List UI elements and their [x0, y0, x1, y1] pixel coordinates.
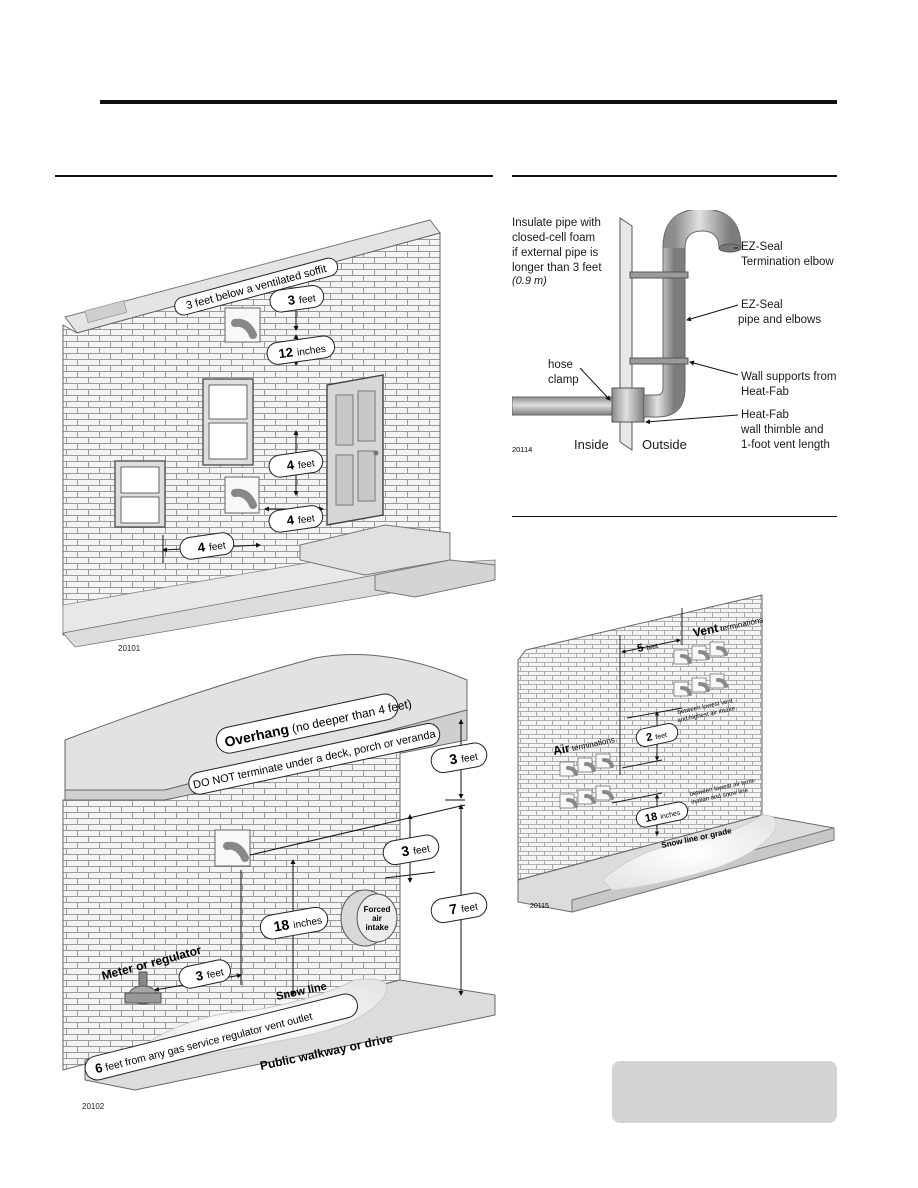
supports-label-line1: Wall supports from: [741, 371, 836, 383]
svg-text:inches: inches: [296, 344, 326, 359]
svg-text:feet: feet: [208, 540, 226, 553]
svg-text:feet: feet: [298, 293, 316, 306]
top-3-feet-label: 3 feet: [269, 285, 325, 313]
svg-text:3: 3: [448, 750, 459, 767]
svg-text:3: 3: [194, 968, 204, 984]
figure-number-20102: 20102: [82, 1102, 105, 1111]
figure-20114-vent-pipe-diagram: Insulate pipe with closed-cell foam if e…: [512, 210, 836, 454]
insulate-note-line1: Insulate pipe with: [512, 217, 601, 229]
right-3-feet-top-label: 3 feet: [430, 742, 488, 774]
section-rule-right-lower: [512, 516, 837, 517]
svg-text:5feet: 5feet: [636, 639, 659, 655]
note-box: [612, 1061, 837, 1123]
svg-text:feet: feet: [297, 513, 315, 526]
svg-text:4: 4: [286, 512, 296, 528]
svg-text:2: 2: [645, 731, 653, 744]
figure-20101-wall-clearances: 3 feet below a ventilated soffit 3 feet …: [62, 219, 496, 648]
svg-text:feet: feet: [206, 967, 225, 981]
svg-text:18: 18: [644, 811, 658, 825]
insulate-note-line4: longer than 3 feet: [512, 262, 602, 274]
svg-text:feet: feet: [412, 844, 431, 858]
thimble-label-line3: 1-foot vent length: [741, 439, 830, 451]
svg-text:feet: feet: [460, 752, 479, 766]
gas-meter-regulator-icon: [124, 971, 162, 1005]
svg-text:4: 4: [197, 539, 207, 555]
section-rule-right: [512, 175, 837, 177]
hose-clamp-line2: clamp: [548, 374, 579, 386]
inside-label: Inside: [574, 437, 609, 452]
figure-number-20101: 20101: [118, 644, 141, 653]
figure-number-20114: 20114: [512, 445, 532, 454]
svg-text:feet: feet: [460, 902, 479, 916]
supports-label-line2: Heat-Fab: [741, 386, 789, 398]
section-rule-left: [55, 175, 493, 177]
pipe-label-line2: pipe and elbows: [738, 314, 821, 326]
svg-text:Forced: Forced: [364, 905, 391, 914]
svg-text:18: 18: [272, 916, 290, 934]
right-7-feet-label: 7 feet: [430, 892, 488, 924]
pipe-label-line1: EZ-Seal: [741, 299, 783, 311]
insulate-note-line3: if external pipe is: [512, 247, 599, 259]
left-4-feet-label: 4 feet: [179, 532, 235, 560]
outside-label: Outside: [642, 437, 687, 452]
svg-text:intake: intake: [365, 923, 389, 932]
thimble-label-line2: wall thimble and: [740, 424, 823, 436]
elbow-label-line2: Termination elbow: [741, 256, 834, 268]
svg-text:4: 4: [286, 457, 296, 473]
two-feet-label: 2 feet: [635, 723, 679, 747]
right-4-feet-upper-label: 4 feet: [268, 450, 324, 478]
figure-20115-multiple-terminations: 5feet Vent terminations Air terminations…: [517, 594, 835, 913]
right-4-feet-lower-label: 4 feet: [268, 505, 324, 533]
svg-text:feet: feet: [297, 458, 315, 471]
svg-text:7: 7: [448, 900, 459, 917]
figure-number-20115: 20115: [530, 903, 549, 910]
insulate-note-line2: closed-cell foam: [512, 232, 595, 244]
mid-12-inches-label: 12 inches: [266, 335, 336, 365]
svg-text:3: 3: [287, 292, 296, 308]
eighteen-inches-term-label: 18 inches: [635, 801, 689, 828]
svg-text:feet: feet: [655, 732, 668, 741]
hose-clamp-line1: hose: [548, 359, 573, 371]
svg-text:3: 3: [400, 842, 411, 859]
elbow-label-line1: EZ-Seal: [741, 241, 783, 253]
header-rule: [100, 100, 837, 104]
svg-text:12: 12: [278, 344, 294, 361]
insulate-note-metric: (0.9 m): [512, 275, 547, 287]
forced-air-intake-label: Forced air intake: [364, 905, 391, 932]
svg-text:air: air: [372, 914, 382, 923]
thimble-label-line1: Heat-Fab: [741, 409, 789, 421]
svg-text:inches: inches: [660, 810, 682, 821]
right-3-feet-mid-label: 3 feet: [382, 834, 440, 866]
figure-20102-overhang-snow-meter: Overhang (no deeper than 4 feet) DO NOT …: [62, 654, 496, 1091]
eighteen-inches-label: 18 inches: [259, 906, 329, 940]
meter-3-feet-label: 3 feet: [178, 959, 231, 989]
svg-text:inches: inches: [293, 915, 323, 931]
